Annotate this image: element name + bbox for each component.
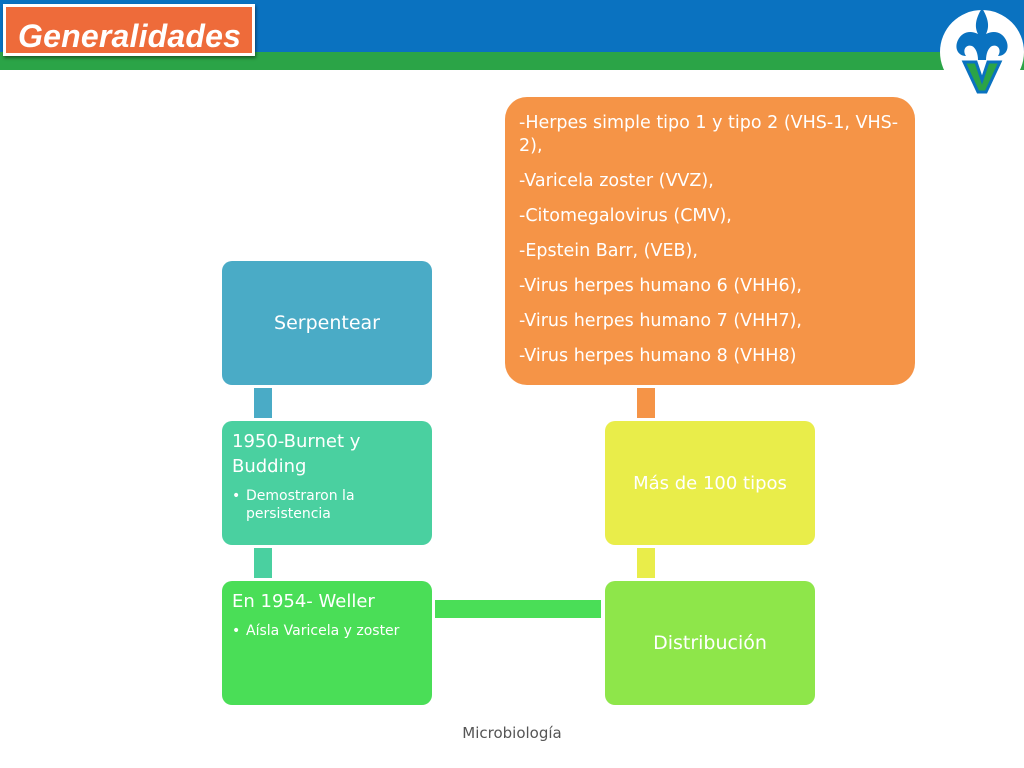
box-herpes-types: -Herpes simple tipo 1 y tipo 2 (VHS-1, V… xyxy=(505,97,915,385)
header-stripe xyxy=(0,52,1024,70)
serpentear-label: Serpentear xyxy=(274,312,380,334)
weller-title: En 1954- Weller xyxy=(232,591,375,612)
burnet-bullet: Demostraron la persistencia xyxy=(232,487,422,523)
weller-bullet: Aísla Varicela y zoster xyxy=(232,622,422,640)
slide-title: Generalidades xyxy=(18,18,242,54)
herpes-type-item: -Varicela zoster (VVZ), xyxy=(519,171,714,191)
distribucion-label: Distribución xyxy=(653,632,767,654)
connector-distribucion-mas-tipos xyxy=(637,548,655,578)
herpes-type-item: -Citomegalovirus (CMV), xyxy=(519,206,732,226)
herpes-type-item: -Epstein Barr, (VEB), xyxy=(519,241,698,261)
footer-text: Microbiología xyxy=(462,724,562,742)
box-distribucion: Distribución xyxy=(605,581,815,705)
connector-serpentear-burnet xyxy=(254,388,272,418)
university-logo-icon xyxy=(940,8,1024,94)
box-serpentear: Serpentear xyxy=(222,261,432,385)
box-mas-tipos: Más de 100 tipos xyxy=(605,421,815,545)
box-weller: En 1954- Weller Aísla Varicela y zoster xyxy=(222,581,432,705)
connector-weller-distribucion xyxy=(435,600,601,618)
box-burnet: 1950-Burnet y Budding Demostraron la per… xyxy=(222,421,432,545)
herpes-type-item: -Herpes simple tipo 1 y tipo 2 (VHS-1, V… xyxy=(519,113,899,156)
herpes-type-item: -Virus herpes humano 6 (VHH6), xyxy=(519,276,802,296)
title-box: Generalidades xyxy=(3,4,255,56)
burnet-title: 1950-Burnet y Budding xyxy=(232,431,361,477)
connector-mas-tipos-herpes xyxy=(637,388,655,418)
mas-tipos-label: Más de 100 tipos xyxy=(633,472,787,494)
herpes-type-item: -Virus herpes humano 7 (VHH7), xyxy=(519,311,802,331)
herpes-type-item: -Virus herpes humano 8 (VHH8) xyxy=(519,346,797,366)
connector-burnet-weller xyxy=(254,548,272,578)
